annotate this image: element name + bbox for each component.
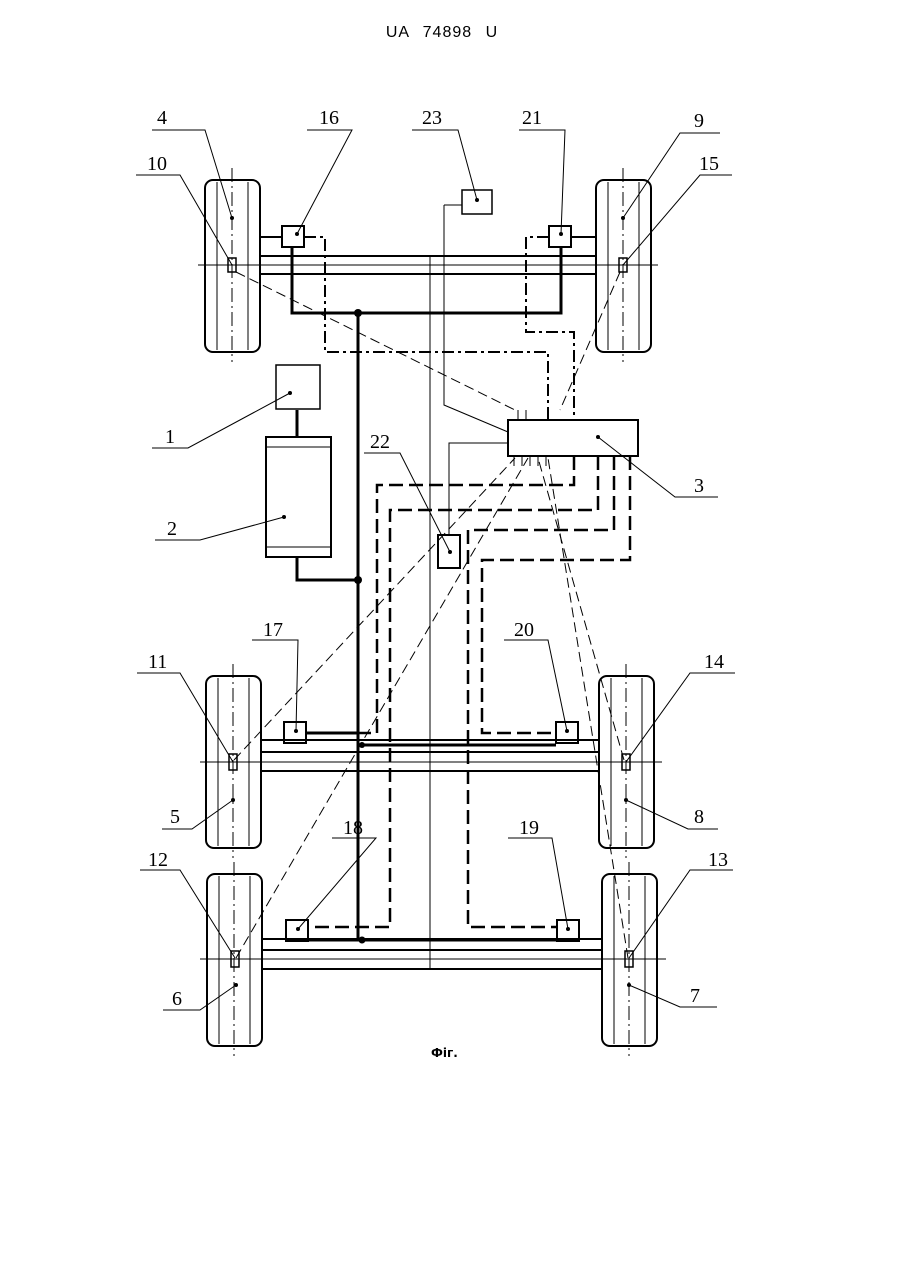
actuator-16 [282, 226, 304, 247]
front-axle [198, 237, 658, 274]
actuator-21 [549, 226, 571, 247]
label-2: 2 [167, 518, 177, 540]
label-19: 19 [519, 817, 539, 839]
label-7: 7 [690, 985, 700, 1007]
label-18: 18 [343, 817, 363, 839]
rear-axle [200, 939, 666, 969]
label-23: 23 [422, 107, 442, 129]
label-20: 20 [514, 619, 534, 641]
rear-control-lines [306, 456, 630, 927]
label-6: 6 [172, 988, 182, 1010]
unit-2-tank [266, 437, 331, 557]
label-10: 10 [147, 153, 167, 175]
label-11: 11 [148, 651, 167, 673]
sensor-dashed-lines [234, 272, 628, 958]
label-22: 22 [370, 431, 390, 453]
label-12: 12 [148, 849, 168, 871]
label-3: 3 [694, 475, 704, 497]
front-control-lines [304, 237, 574, 420]
label-13: 13 [708, 849, 728, 871]
label-16: 16 [319, 107, 339, 129]
label-8: 8 [694, 806, 704, 828]
label-17: 17 [263, 619, 283, 641]
figure-caption: Фіг. [431, 1046, 458, 1060]
label-14: 14 [704, 651, 724, 673]
label-1: 1 [165, 426, 175, 448]
label-4: 4 [157, 107, 167, 129]
unit-1 [276, 365, 320, 409]
label-9: 9 [694, 110, 704, 132]
label-5: 5 [170, 806, 180, 828]
control-unit-3 [508, 420, 638, 456]
label-15: 15 [699, 153, 719, 175]
label-21: 21 [522, 107, 542, 129]
